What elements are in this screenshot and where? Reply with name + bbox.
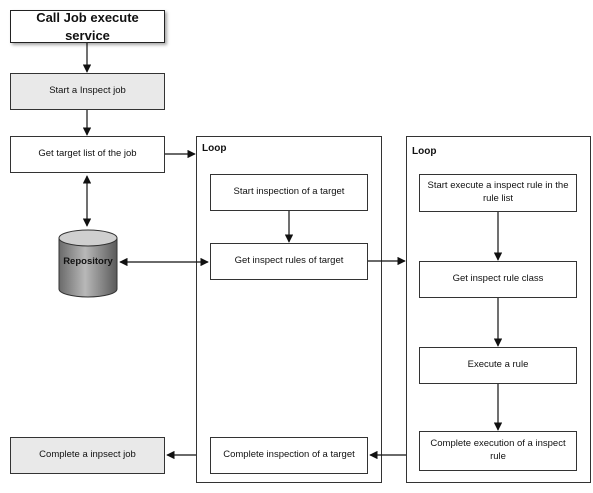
start-inspection-label: Start inspection of a target [233,186,345,198]
start-execute-rule-box: Start execute a inspect rule in the rule… [419,174,577,212]
complete-execution-box: Complete execution of a inspect rule [419,431,577,471]
repository-label: Repository [63,256,113,267]
call-job-service-box: Call Job execute service [10,10,165,43]
get-inspect-rules-box: Get inspect rules of target [210,243,368,280]
complete-execution-label: Complete execution of a inspect rule [430,438,566,462]
get-rule-class-label: Get inspect rule class [452,273,544,285]
loop-label-targets: Loop [202,143,227,154]
start-inspect-job-label: Start a Inspect job [49,85,126,97]
get-target-list-box: Get target list of the job [10,136,165,173]
execute-rule-box: Execute a rule [419,347,577,384]
complete-inspect-job-box: Complete a inpsect job [10,437,165,474]
loop-label-rules: Loop [412,146,437,157]
get-inspect-rules-label: Get inspect rules of target [234,255,344,267]
repository-cylinder-icon [58,229,118,298]
execute-rule-label: Execute a rule [467,359,529,371]
complete-inspection-label: Complete inspection of a target [223,449,355,461]
call-job-service-label: Call Job execute service [36,9,139,43]
get-rule-class-box: Get inspect rule class [419,261,577,298]
start-inspection-box: Start inspection of a target [210,174,368,211]
get-target-list-label: Get target list of the job [38,148,137,160]
complete-inspection-box: Complete inspection of a target [210,437,368,474]
complete-inspect-job-label: Complete a inpsect job [39,449,136,461]
start-execute-rule-label: Start execute a inspect rule in the rule… [427,180,569,204]
start-inspect-job-box: Start a Inspect job [10,73,165,110]
